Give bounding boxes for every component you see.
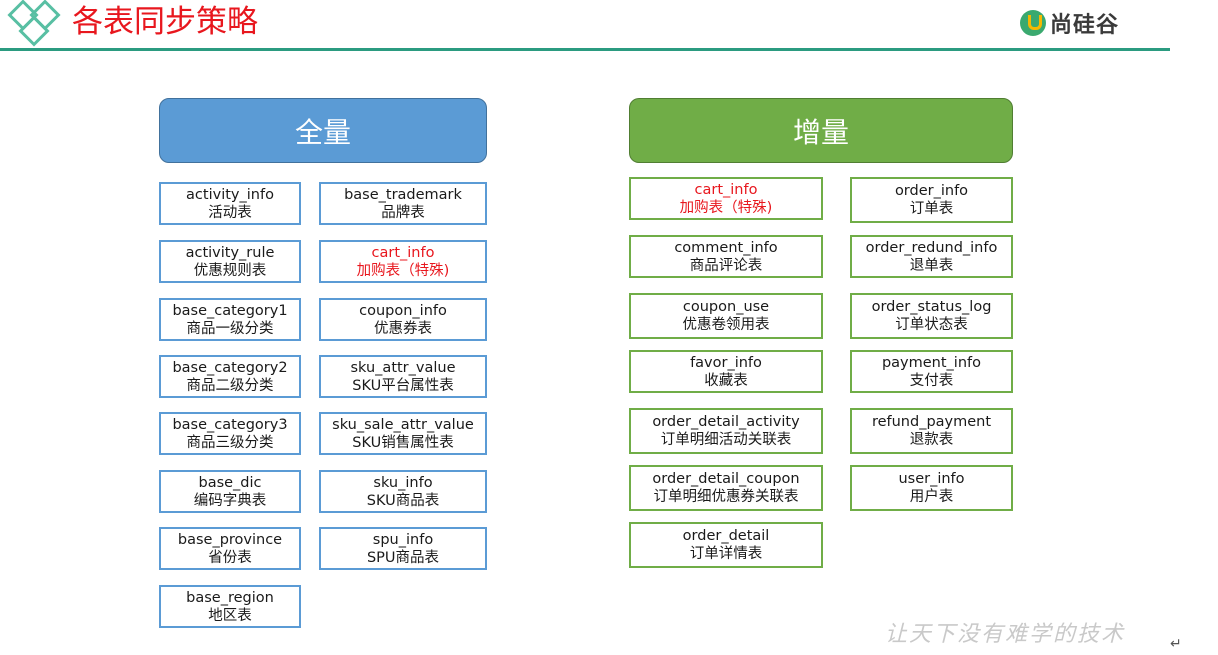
table-desc: 活动表	[208, 204, 252, 221]
table-card: activity_info 活动表	[159, 182, 301, 225]
table-card: sku_sale_attr_value SKU销售属性表	[319, 412, 487, 455]
table-card-special: cart_info 加购表（特殊)	[319, 240, 487, 283]
table-desc: 商品一级分类	[186, 320, 274, 337]
slide-title: 各表同步策略	[72, 4, 258, 40]
table-card: base_dic 编码字典表	[159, 470, 301, 513]
table-desc: SKU商品表	[366, 492, 440, 509]
table-desc: 订单明细活动关联表	[660, 432, 792, 448]
table-desc: 优惠券表	[374, 320, 432, 337]
table-card: base_trademark 品牌表	[319, 182, 487, 225]
table-name: spu_info	[372, 531, 434, 548]
table-name: comment_info	[674, 239, 778, 256]
table-desc: 收藏表	[704, 372, 748, 389]
table-card-special: cart_info 加购表（特殊)	[629, 177, 823, 220]
table-card: order_info 订单表	[850, 177, 1013, 223]
table-name: base_category1	[172, 302, 288, 319]
table-name: base_dic	[198, 474, 262, 491]
table-card: sku_info SKU商品表	[319, 470, 487, 513]
table-card: coupon_use 优惠卷领用表	[629, 293, 823, 339]
table-name: activity_info	[186, 186, 274, 203]
table-name: favor_info	[690, 354, 762, 371]
table-name: order_detail_activity	[652, 414, 800, 430]
table-desc: 订单状态表	[895, 317, 968, 333]
table-card: refund_payment 退款表	[850, 408, 1013, 454]
table-card: order_detail_coupon 订单明细优惠券关联表	[629, 465, 823, 511]
table-card: order_detail 订单详情表	[629, 522, 823, 568]
slogan-watermark: 让天下没有难学的技术	[885, 622, 1126, 647]
table-name: order_detail	[682, 528, 770, 544]
table-card: user_info 用户表	[850, 465, 1013, 511]
table-desc: 优惠规则表	[193, 262, 267, 279]
table-name: base_province	[177, 531, 283, 548]
table-desc: SPU商品表	[366, 549, 440, 566]
table-desc: 省份表	[208, 549, 252, 566]
table-card: base_region 地区表	[159, 585, 301, 628]
table-card: payment_info 支付表	[850, 350, 1013, 393]
table-name: payment_info	[881, 354, 982, 371]
table-card: favor_info 收藏表	[629, 350, 823, 393]
table-card: base_category1 商品一级分类	[159, 298, 301, 341]
table-desc: 地区表	[208, 607, 252, 624]
table-desc: 订单详情表	[689, 546, 763, 562]
table-desc: 编码字典表	[193, 492, 267, 509]
table-card: base_category2 商品二级分类	[159, 355, 301, 398]
table-card: activity_rule 优惠规则表	[159, 240, 301, 283]
brand-logo: 尚硅谷	[1020, 6, 1119, 40]
table-name: coupon_info	[359, 302, 447, 319]
logo-text: 尚硅谷	[1050, 13, 1120, 38]
table-name: order_info	[894, 183, 969, 199]
table-desc: 商品评论表	[689, 257, 763, 274]
table-card: order_status_log 订单状态表	[850, 293, 1013, 339]
table-name: base_category3	[172, 416, 288, 433]
table-card: base_category3 商品三级分类	[159, 412, 301, 455]
table-desc: 退款表	[909, 432, 954, 448]
table-name: user_info	[898, 471, 965, 487]
table-desc: 用户表	[909, 489, 954, 505]
table-desc: SKU平台属性表	[352, 377, 454, 394]
table-desc: 加购表（特殊)	[356, 262, 450, 279]
table-name: sku_sale_attr_value	[332, 416, 474, 433]
table-card: sku_attr_value SKU平台属性表	[319, 355, 487, 398]
table-name: cart_info	[694, 181, 758, 198]
table-name: sku_info	[373, 474, 433, 491]
title-divider	[0, 48, 1170, 51]
table-desc: 商品二级分类	[186, 377, 274, 394]
table-desc: 商品三级分类	[186, 434, 274, 451]
logo-icon	[1020, 10, 1046, 36]
table-desc: 优惠卷领用表	[682, 317, 770, 333]
return-mark-icon: ↵	[1170, 636, 1182, 652]
table-card: coupon_info 优惠券表	[319, 298, 487, 341]
table-name: base_category2	[172, 359, 288, 376]
table-card: order_redund_info 退单表	[850, 235, 1013, 278]
table-name: coupon_use	[682, 299, 770, 315]
table-desc: 订单明细优惠券关联表	[653, 489, 799, 505]
full-sync-header: 全量	[159, 98, 487, 163]
table-desc: 退单表	[909, 257, 954, 274]
table-name: refund_payment	[871, 414, 992, 430]
table-name: order_redund_info	[865, 239, 998, 256]
table-name: cart_info	[371, 244, 435, 261]
table-desc: 支付表	[909, 372, 954, 389]
incremental-sync-header: 增量	[629, 98, 1013, 163]
table-card: order_detail_activity 订单明细活动关联表	[629, 408, 823, 454]
table-desc: 品牌表	[381, 204, 425, 221]
table-name: sku_attr_value	[350, 359, 456, 376]
table-card: spu_info SPU商品表	[319, 527, 487, 570]
table-card: base_province 省份表	[159, 527, 301, 570]
table-name: order_detail_coupon	[652, 471, 800, 487]
table-name: order_status_log	[871, 299, 992, 315]
table-desc: SKU销售属性表	[352, 434, 454, 451]
table-name: base_region	[186, 589, 274, 606]
table-card: comment_info 商品评论表	[629, 235, 823, 278]
table-desc: 加购表（特殊)	[679, 199, 773, 216]
table-name: base_trademark	[344, 186, 462, 203]
table-name: activity_rule	[185, 244, 275, 261]
table-desc: 订单表	[909, 201, 954, 217]
